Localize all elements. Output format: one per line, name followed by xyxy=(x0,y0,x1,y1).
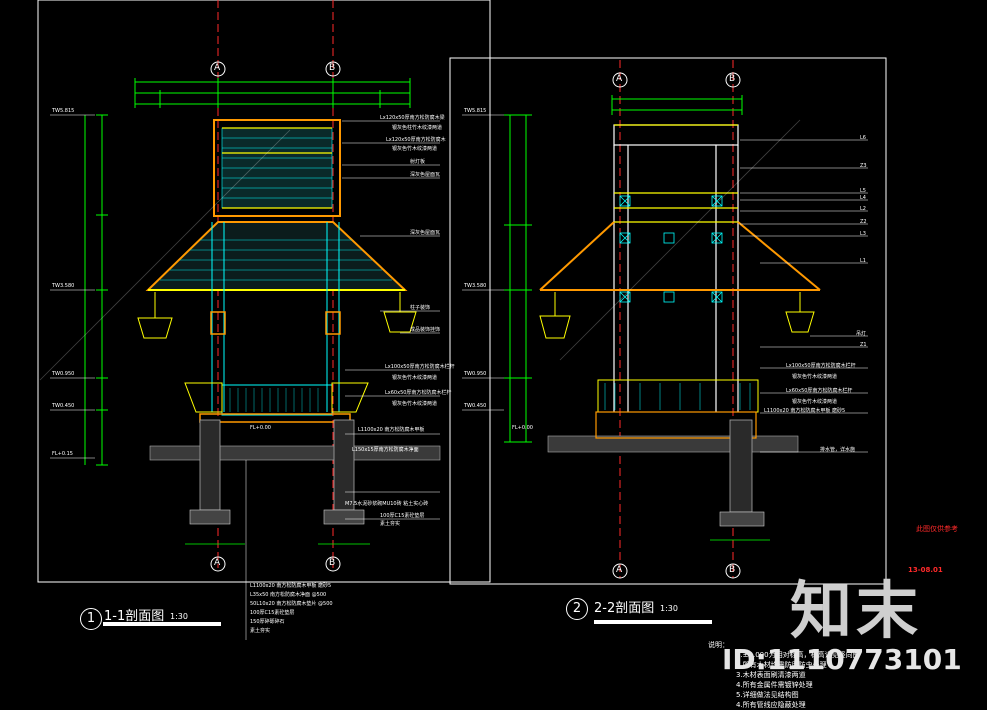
title-bar-1 xyxy=(103,622,221,626)
callout: Z3 xyxy=(860,163,867,169)
callout: 射灯板 xyxy=(410,159,426,165)
callout: 吊灯 xyxy=(856,331,867,337)
axis-label-a-top-2: A xyxy=(616,74,623,84)
red-note: 此图仅供参考 xyxy=(916,525,958,533)
layer-line: 素土夯实 xyxy=(250,628,271,634)
level-mark: TW0.950 xyxy=(464,371,487,377)
red-code: 13-08.01 xyxy=(908,566,943,574)
frame-left xyxy=(37,0,491,583)
callout: 成品装饰挂饰 xyxy=(410,327,441,333)
callout: L3 xyxy=(860,231,866,237)
section-1-scale: 1:30 xyxy=(170,612,188,621)
note-line: 2.所有木材均需防腐防虫处理 xyxy=(736,661,827,669)
callout: 银灰色竹木纹漆两道 xyxy=(392,401,438,407)
layer-line: L35x50 南方松防腐木净面 @500 xyxy=(250,592,327,598)
callout: 银灰色柱竹木纹漆两道 xyxy=(392,125,443,131)
callout: 排水管，详水施 xyxy=(820,447,856,453)
callout: 银灰色竹木纹漆两道 xyxy=(392,375,438,381)
callout: 素土夯实 xyxy=(380,521,401,527)
layer-line: 50L10x20 南方松防腐木垫片 @500 xyxy=(250,601,333,607)
callout: Z1 xyxy=(860,342,867,348)
callout: L2 xyxy=(860,206,866,212)
level-mark: TW0.950 xyxy=(52,371,75,377)
axis-label-b-bottom-2: B xyxy=(729,565,736,575)
callout: L5 xyxy=(860,188,866,194)
level-mark: TW0.450 xyxy=(52,403,75,409)
section-2-scale: 1:30 xyxy=(660,604,678,613)
note-line: 1.±0.000为相对标高，标高详见竖向图 xyxy=(736,651,860,659)
notes-heading: 说明： xyxy=(708,641,729,649)
callout: Lx100x50厚南方松防腐木栏杆 xyxy=(786,363,856,369)
watermark-brand: 知末 xyxy=(790,574,923,647)
level-mark: TW5.815 xyxy=(52,108,75,114)
level-mark: TW0.450 xyxy=(464,403,487,409)
axis-label-b-bottom: B xyxy=(329,558,336,568)
callout: L1100x20 南方松防腐木甲板 磨砂5 xyxy=(764,408,846,414)
note-line: 4.所有管线应隐蔽处理 xyxy=(736,701,806,709)
axis-label-a-bottom-2: A xyxy=(616,565,623,575)
callout: 柱子装饰 xyxy=(410,305,431,311)
section-1-number: 1 xyxy=(80,608,102,630)
floor-level: FL+0.00 xyxy=(250,425,271,431)
callout: Lx60x50厚南方松防腐木栏杆 xyxy=(786,388,853,394)
note-line: 5.详细做法见结构图 xyxy=(736,691,799,699)
section-1-title: 1-1剖面图 xyxy=(104,609,165,624)
callout: Lx120x50厚南方松防腐木梁 xyxy=(380,115,445,121)
axis-label-b-top-2: B xyxy=(729,74,736,84)
floor-level-2: FL+0.00 xyxy=(512,425,533,431)
layer-line: 100厚C15素砼垫层 xyxy=(250,610,295,616)
callout: Lx60x50厚南方松防腐木栏杆 xyxy=(385,390,452,396)
watermark-id: ID:1110773101 xyxy=(722,643,962,676)
floor-layer-list: L1100x20 南方松防腐木甲板 磨砂5 L35x50 南方松防腐木净面 @5… xyxy=(250,582,333,636)
callout: 深灰色屋面瓦 xyxy=(410,230,441,236)
callout: Lx100x50厚南方松防腐木栏杆 xyxy=(385,364,455,370)
level-mark: TW5.815 xyxy=(464,108,487,114)
title-bar-2 xyxy=(594,620,712,624)
level-mark: TW3.580 xyxy=(52,283,75,289)
layer-line: 150厚碎砾碎石 xyxy=(250,619,285,625)
section-2-number: 2 xyxy=(566,598,588,620)
note-line: 3.木材表面刷清漆两道 xyxy=(736,671,806,679)
callout: 银灰色竹木纹漆两道 xyxy=(792,374,838,380)
layer-line: L1100x20 南方松防腐木甲板 磨砂5 xyxy=(250,583,332,589)
section-2-2-drawing xyxy=(462,60,868,579)
section-1-1-drawing xyxy=(50,0,441,640)
axis-label-b-top: B xyxy=(329,63,336,73)
callout: 100厚C15素砼垫层 xyxy=(380,513,425,519)
callout: L6 xyxy=(860,135,866,141)
callout: L1100x20 南方松防腐木甲板 xyxy=(358,427,425,433)
callout: 银灰色竹木纹漆两道 xyxy=(392,146,438,152)
callout: Lx120x50厚南方松防腐木 xyxy=(386,137,446,143)
callout: L150x15厚南方松防腐木净面 xyxy=(352,447,419,453)
callout: Z2 xyxy=(860,219,867,225)
callout: M7.5水泥砂浆砌MU10砖 粘土实心砖 xyxy=(345,501,429,507)
axis-label-a-bottom: A xyxy=(214,558,221,568)
axis-label-a-top: A xyxy=(214,63,221,73)
callout: 深灰色屋面瓦 xyxy=(410,172,441,178)
callout: L1 xyxy=(860,258,866,264)
level-mark: FL+0.15 xyxy=(52,451,73,457)
callout: 银灰色竹木纹漆两道 xyxy=(792,399,838,405)
level-mark: TW3.580 xyxy=(464,283,487,289)
section-2-title: 2-2剖面图 xyxy=(594,601,655,616)
watermark-stripes xyxy=(39,119,801,381)
note-line: 4.所有金属件需镀锌处理 xyxy=(736,681,813,689)
callout: L4 xyxy=(860,195,866,201)
frame-right xyxy=(449,57,887,585)
